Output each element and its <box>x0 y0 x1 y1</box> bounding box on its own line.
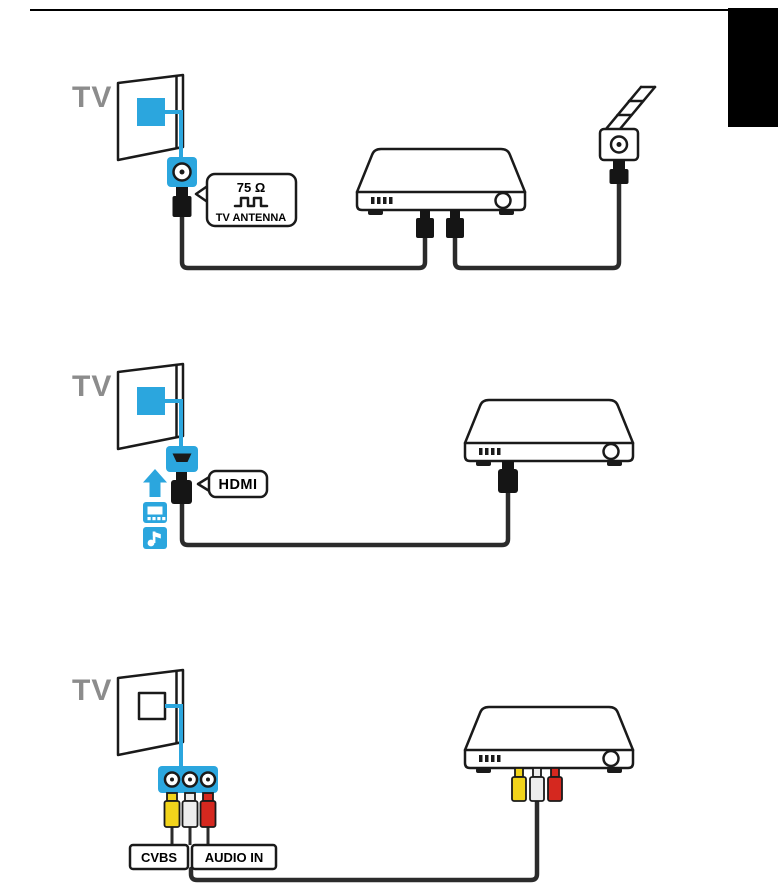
antenna-callout: 75 Ω TV ANTENNA <box>194 172 298 228</box>
rf-symbol-icon <box>233 196 269 208</box>
tv-label: TV <box>72 674 112 707</box>
rca-plug-red <box>550 767 560 778</box>
tv-antenna-lead <box>163 110 183 157</box>
tv-av-lead <box>165 704 183 766</box>
set-top-box <box>463 705 635 773</box>
arrow-up-icon <box>143 469 167 497</box>
audio-in-callout: AUDIO IN <box>190 843 278 871</box>
vent-marks <box>479 755 501 762</box>
rca-plugs-tv-side <box>163 792 217 828</box>
hdmi-plug-tv-side <box>171 472 192 504</box>
diagram-composite-connection: TV CVBS AUDIO <box>72 668 635 883</box>
tv <box>116 668 185 757</box>
audio-in-label: AUDIO IN <box>205 850 264 865</box>
rca-plug-yellow <box>166 792 178 802</box>
antenna-mast-icon <box>604 85 657 131</box>
tv-label: TV <box>72 370 112 403</box>
set-top-box <box>463 398 635 466</box>
antenna-cable-right <box>452 179 622 271</box>
tv-av-sockets <box>158 766 218 793</box>
tv-antenna-label: TV ANTENNA <box>216 212 287 224</box>
rca-plugs-stb-side <box>511 767 563 802</box>
hdmi-label: HDMI <box>218 477 257 493</box>
hdmi-callout: HDMI <box>196 469 269 499</box>
foot <box>476 461 491 466</box>
header-rule <box>30 9 728 11</box>
power-button <box>602 442 620 461</box>
coax-plug-tv-side <box>172 187 192 217</box>
foot <box>499 210 514 215</box>
tv-hdmi-port <box>166 446 198 472</box>
vent-marks <box>371 197 393 204</box>
foot <box>476 768 491 773</box>
tv-connector-panel <box>137 387 165 415</box>
vent-marks <box>479 448 501 455</box>
tv-hdmi-lead <box>163 399 183 446</box>
diagram-hdmi-connection: TV HDMI <box>72 362 635 549</box>
rca-plug-white <box>532 767 542 778</box>
chapter-edge-tab <box>728 8 778 127</box>
impedance-label: 75 Ω <box>237 180 266 195</box>
antenna <box>598 85 657 184</box>
tv-connector-panel <box>137 98 165 126</box>
set-top-box <box>355 147 527 215</box>
tv <box>116 362 185 451</box>
composite-cable <box>188 795 540 883</box>
hdmi-cable <box>179 489 511 548</box>
coax-plug-antenna-side <box>609 160 629 184</box>
foot <box>607 461 622 466</box>
signal-icons <box>143 469 167 549</box>
cvbs-callout: CVBS <box>128 843 190 871</box>
foot <box>607 768 622 773</box>
diagram-antenna-connection: TV 75 Ω TV ANTENNA <box>72 73 657 271</box>
music-note-icon <box>143 527 167 549</box>
power-button <box>494 191 512 210</box>
tv <box>116 73 185 162</box>
rca-plug-red <box>202 792 214 802</box>
rca-plug-yellow <box>514 767 524 778</box>
video-icon <box>143 502 167 523</box>
hdmi-plug-stb-side <box>498 461 518 493</box>
rca-plug-white <box>184 792 196 802</box>
stb-coax-connectors <box>416 210 464 238</box>
tv-antenna-socket <box>167 157 197 187</box>
foot <box>368 210 383 215</box>
antenna-cable-left <box>179 212 428 271</box>
cvbs-label: CVBS <box>141 850 177 865</box>
tv-connector-panel <box>137 691 167 721</box>
power-button <box>602 749 620 768</box>
tv-label: TV <box>72 81 112 114</box>
